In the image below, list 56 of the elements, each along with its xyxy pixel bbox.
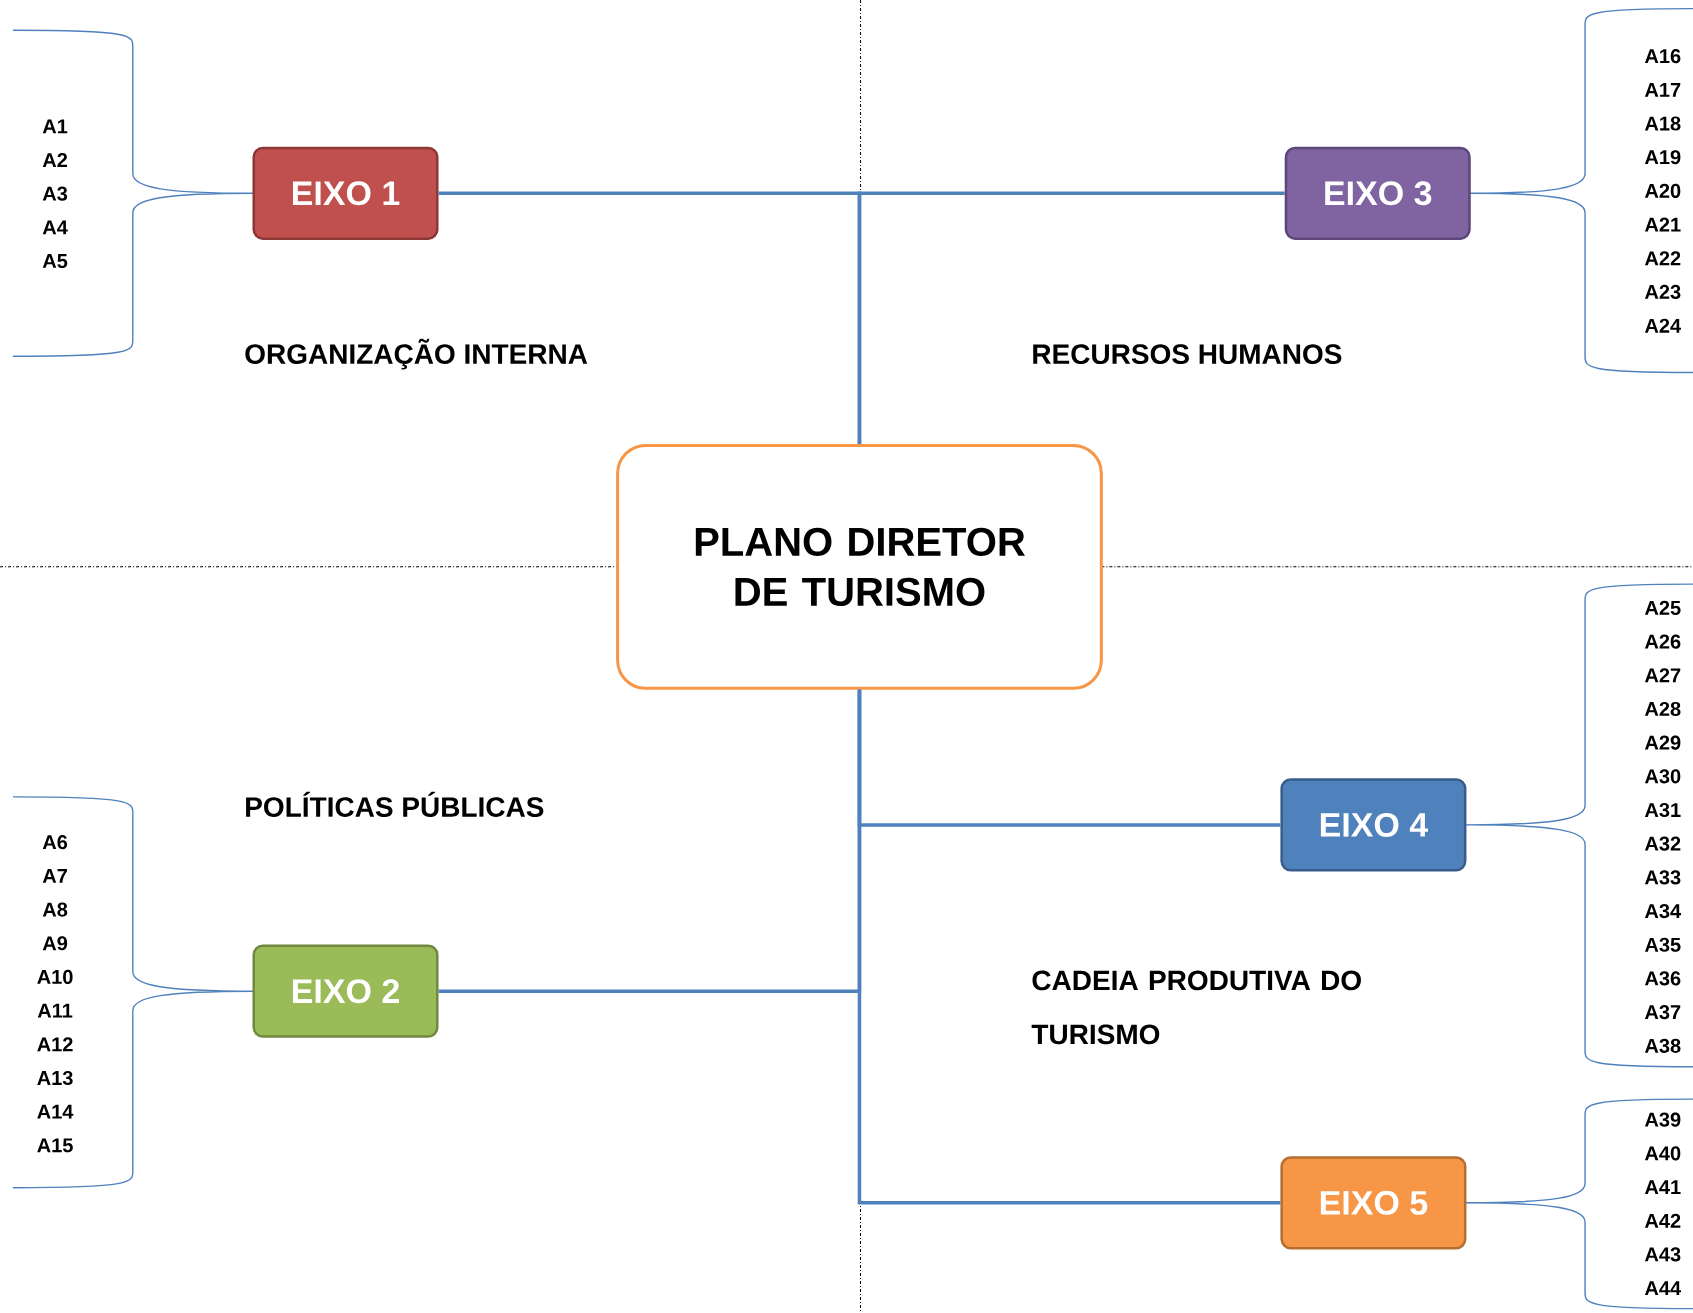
action-code: A42 <box>1644 1213 1681 1228</box>
section-title: ORGANIZAÇÃO INTERNA <box>245 338 588 370</box>
central-box: PLANO DIRETOR DE TURISMO <box>616 443 1103 690</box>
action-code: A25 <box>1644 600 1681 615</box>
action-code: A11 <box>37 1003 73 1018</box>
action-code: A39 <box>1644 1112 1681 1127</box>
action-code: A22 <box>1644 251 1681 266</box>
action-code: A21 <box>1644 217 1681 232</box>
action-code: A33 <box>1644 870 1681 885</box>
action-code: A15 <box>37 1138 73 1153</box>
action-code: A18 <box>1644 116 1681 131</box>
action-code: A26 <box>1644 634 1681 649</box>
connector-line <box>857 689 1281 1205</box>
axis-box: EIXO 2 <box>252 944 439 1038</box>
action-code: A10 <box>37 969 73 985</box>
action-code: A9 <box>42 936 68 951</box>
axis-box: EIXO 1 <box>252 146 439 240</box>
action-code: A14 <box>37 1104 74 1119</box>
action-code: A1 <box>42 119 68 134</box>
connector-line <box>857 191 1285 444</box>
action-code: A29 <box>1644 735 1681 750</box>
action-code: A34 <box>1644 904 1681 919</box>
action-code: A28 <box>1644 701 1681 717</box>
action-code: A3 <box>42 186 68 201</box>
action-code: A13 <box>37 1070 73 1086</box>
action-code: A23 <box>1644 284 1681 300</box>
action-code: A2 <box>42 153 68 168</box>
action-code: A44 <box>1644 1281 1681 1296</box>
action-code: A41 <box>1644 1180 1681 1194</box>
action-code: A36 <box>1644 971 1681 986</box>
action-code: A7 <box>42 869 67 883</box>
axis-box: EIXO 4 <box>1280 778 1467 872</box>
action-code: A8 <box>42 902 68 917</box>
action-code: A31 <box>1644 802 1681 818</box>
action-code: A35 <box>1644 937 1681 952</box>
section-title: POLÍTICAS PÚBLICAS <box>246 791 544 817</box>
action-code: A5 <box>42 254 68 269</box>
action-code: A30 <box>1644 769 1681 784</box>
action-code: A43 <box>1644 1247 1681 1262</box>
action-code: A38 <box>1644 1038 1681 1053</box>
action-code: A6 <box>42 835 68 850</box>
action-code: A16 <box>1644 49 1681 64</box>
axis-box: EIXO 3 <box>1284 146 1471 240</box>
section-title: CADEIA PRODUTIVA DO TURISMO <box>1031 970 1361 1045</box>
action-code: A40 <box>1644 1146 1681 1161</box>
action-code: A17 <box>1644 83 1681 97</box>
action-code: A24 <box>1644 318 1681 333</box>
action-code: A27 <box>1644 668 1681 683</box>
action-code: A32 <box>1644 836 1681 851</box>
axis-box: EIXO 5 <box>1280 1156 1467 1250</box>
action-code: A19 <box>1644 150 1681 165</box>
section-title: RECURSOS HUMANOS <box>1033 344 1342 365</box>
action-code: A20 <box>1644 183 1681 198</box>
action-code: A12 <box>37 1037 73 1052</box>
action-code: A37 <box>1644 1005 1681 1020</box>
action-code: A4 <box>42 220 68 235</box>
